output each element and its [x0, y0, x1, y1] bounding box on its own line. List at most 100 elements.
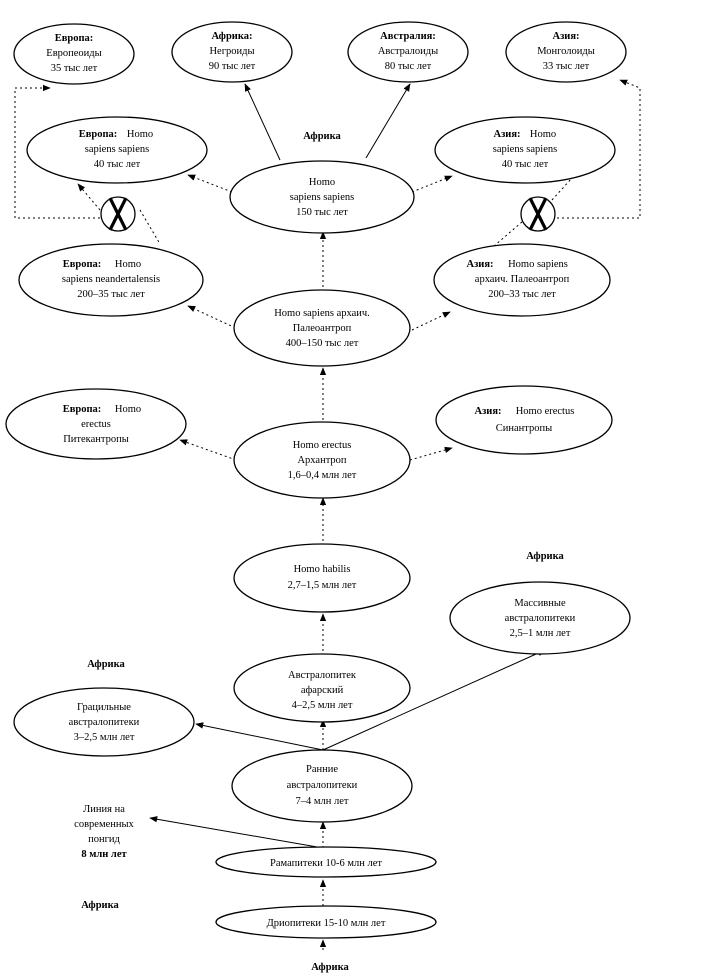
node-label: 200–35 тыс лет [77, 289, 145, 300]
arrow-to-gracile [195, 722, 324, 751]
node-label: Homo habilis [294, 564, 351, 575]
arrow-hybrid-to-europeoids [14, 84, 100, 219]
node-label: Рамапитеки 10-6 млн лет [270, 858, 382, 869]
node-label: Homo [115, 259, 141, 270]
node-gracile-australopith: Грацильные австралопитеки 3–2,5 млн лет [13, 687, 195, 757]
node-label: sapiens sapiens [85, 144, 149, 155]
arrow-to-asia-hss [411, 175, 453, 193]
node-asia-paleoanthrop: Азия: Homo sapiens архаич. Палеоантроп 2… [433, 243, 611, 317]
nodes: Европа: Европеоиды 35 тыс лет Африка: Не… [5, 21, 631, 939]
node-region: Африка: [212, 31, 253, 42]
node-label: Австралопитек [288, 670, 357, 681]
modern-apes-line-4: 8 млн лет [81, 849, 127, 860]
node-label: Массивные [514, 598, 566, 609]
arrow-to-asia-erectus [409, 446, 453, 461]
node-europe-neanderthal: Европа: Homo sapiens neandertalensis 200… [18, 243, 204, 317]
node-label: Homo erectus [293, 440, 352, 451]
node-label: 2,5–1 млн лет [510, 628, 571, 639]
node-label: австралопитеки [69, 717, 140, 728]
node-label: Грацильные [77, 702, 131, 713]
node-label: Homo [309, 177, 335, 188]
arrow-to-europe-hss [187, 174, 233, 193]
node-label: 1,6–0,4 млн лет [288, 470, 357, 481]
node-region: Европа: [63, 404, 102, 415]
node-label: Ранние [306, 764, 338, 775]
node-ramapithecus: Рамапитеки 10-6 млн лет [215, 846, 437, 878]
modern-apes-line-2: современных [74, 819, 134, 830]
hybrid-marker-left [100, 196, 136, 232]
node-label: 200–33 тыс лет [488, 289, 556, 300]
node-hs-archaic: Homo sapiens архаич. Палеоантроп 400–150… [233, 289, 411, 367]
node-label: Монголоиды [537, 46, 595, 57]
node-label: erectus [81, 419, 111, 430]
node-australia-australoids: Австралия: Австралоиды 80 тыс лет [347, 21, 469, 83]
node-dryopithecus: Дриопитеки 15-10 млн лет [215, 905, 437, 939]
modern-apes-line-3: понгид [88, 834, 120, 845]
node-region: Азия: [466, 259, 493, 270]
node-label: 4–2,5 млн лет [292, 700, 353, 711]
node-label: австралопитеки [505, 613, 576, 624]
modern-apes-label: Линия на современных понгид 8 млн лет [74, 804, 134, 860]
node-label: 80 тыс лет [385, 61, 432, 72]
node-h-erectus: Homo erectus Архантроп 1,6–0,4 млн лет [233, 421, 411, 499]
node-label: Синантропы [496, 423, 552, 434]
arrow-to-australoids [365, 83, 411, 159]
node-europe-erectus: Европа: Homo erectus Питекантропы [5, 388, 187, 460]
node-europe-europeoids: Европа: Европеоиды 35 тыс лет [13, 23, 135, 85]
region-label-africa: Африка [526, 551, 564, 562]
node-label: 400–150 тыс лет [286, 338, 359, 349]
region-label-africa: Африка [303, 131, 341, 142]
region-label-africa: Африка [81, 900, 119, 911]
node-asia-erectus: Азия: Homo erectus Синантропы [435, 385, 613, 455]
node-label: sapiens sapiens [493, 144, 557, 155]
node-label: 150 тыс лет [296, 207, 348, 218]
arrow-to-negroids [244, 83, 281, 161]
node-label: 7–4 млн лет [296, 796, 349, 807]
node-label: 35 тыс лет [51, 63, 98, 74]
node-h-habilis: Homo habilis 2,7–1,5 млн лет [233, 543, 411, 613]
node-label: sapiens neandertalensis [62, 274, 160, 285]
node-massive-australopith: Массивные австралопитеки 2,5–1 млн лет [449, 581, 631, 655]
node-early-australopith: Ранние австралопитеки 7–4 млн лет [231, 749, 413, 823]
node-region: Азия: [552, 31, 579, 42]
region-label-africa: Африка [311, 962, 349, 973]
node-label: Homo sapiens [508, 259, 568, 270]
node-label: Дриопитеки 15-10 млн лет [267, 918, 386, 929]
node-label: Homo erectus [516, 406, 575, 417]
node-asia-hss: Азия: Homo sapiens sapiens 40 тыс лет [434, 116, 616, 184]
node-label: 90 тыс лет [209, 61, 256, 72]
node-label: sapiens sapiens [290, 192, 354, 203]
arrow-hybrid-to-europe-hss [77, 183, 101, 211]
node-region: Европа: [79, 129, 118, 140]
arrow-to-massive [322, 649, 546, 751]
node-label: Негроиды [209, 46, 254, 57]
line-neander-to-hybrid-left [139, 209, 161, 245]
node-region: Азия: [493, 129, 520, 140]
node-label: Homo sapiens архаич. [274, 308, 370, 319]
arrow-to-asia-paleo [411, 311, 451, 331]
node-label: 2,7–1,5 млн лет [288, 580, 357, 591]
node-region: Европа: [55, 33, 94, 44]
node-label: Homo [530, 129, 556, 140]
connectors [14, 79, 641, 950]
modern-apes-line-1: Линия на [83, 804, 125, 815]
arrow-to-neanderthal [187, 305, 241, 331]
node-label: Homo [115, 404, 141, 415]
node-africa-negroids: Африка: Негроиды 90 тыс лет [171, 21, 293, 83]
node-label: Питекантропы [63, 434, 129, 445]
node-hss: Homo sapiens sapiens 150 тыс лет [229, 160, 415, 234]
node-label: архаич. Палеоантроп [475, 274, 570, 285]
node-afarensis: Австралопитек афарский 4–2,5 млн лет [233, 653, 411, 723]
node-europe-hss: Европа: Homo sapiens sapiens 40 тыс лет [26, 116, 208, 184]
region-labels: Африка Африка Африка Африка Африка [81, 131, 564, 973]
node-label: 40 тыс лет [94, 159, 141, 170]
node-label: Палеоантроп [293, 323, 352, 334]
hybrid-marker-right [520, 196, 556, 232]
region-label-africa: Африка [87, 659, 125, 670]
node-region: Австралия: [380, 31, 436, 42]
node-label: 3–2,5 млн лет [74, 732, 135, 743]
node-label: Европеоиды [46, 48, 101, 59]
node-label: афарский [301, 685, 344, 696]
